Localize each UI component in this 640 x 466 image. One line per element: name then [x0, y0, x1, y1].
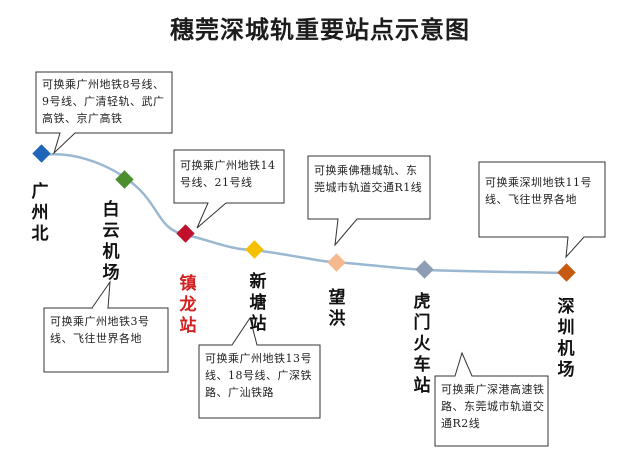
station-marker-shenzhen[interactable] [557, 263, 576, 282]
callout-box-guangzhoubei [35, 71, 173, 155]
callout-box-zhenlong [173, 149, 285, 229]
diagram-title: 穗莞深城轨重要站点示意图 [170, 16, 470, 44]
station-name-shenzhen: 深圳机场 [557, 297, 575, 380]
callout-text-guangzhoubei: 可换乘广州地铁8号线、9号线、广清轻轨、武广高铁、京广高铁 [42, 78, 165, 125]
callout-text-humen: 可换乘广深港高速铁路、东莞城市轨道交通R2线 [441, 383, 545, 430]
callout-text-zhenlong: 可换乘广州地铁14号线、21号线 [180, 159, 276, 189]
callout-box-xintang [198, 316, 321, 419]
station-marker-zhenlong[interactable] [176, 224, 195, 243]
callout-text-baiyun: 可换乘广州地铁3号线、飞往世界各地 [50, 315, 150, 345]
callout-box-wanghong [307, 155, 431, 247]
station-name-wanghong: 望洪 [328, 288, 346, 329]
callout-text-wanghong: 可换乘佛穗城轨、东莞城市轨道交通R1线 [314, 164, 423, 194]
callout-text-shenzhen: 可换乘深圳地铁11号线、飞往世界各地 [485, 176, 592, 206]
station-name-humen: 虎门火车站 [413, 292, 431, 396]
callout-tail-baiyun [91, 280, 111, 309]
station-name-xintang: 新塘站 [249, 272, 267, 334]
station-name-baiyun: 白云机场 [102, 200, 120, 283]
station-marker-humen[interactable] [415, 260, 434, 279]
station-name-guangzhoubei: 广州北 [31, 182, 49, 244]
station-marker-wanghong[interactable] [327, 253, 346, 272]
station-marker-guangzhoubei[interactable] [32, 144, 51, 163]
callout-box-baiyun [43, 307, 169, 373]
station-marker-xintang[interactable] [245, 240, 264, 259]
station-name-zhenlong: 镇龙站 [179, 274, 197, 336]
station-marker-baiyun[interactable] [115, 170, 134, 189]
callout-text-xintang: 可换乘广州地铁13号线、18号线、广深铁路、广汕铁路 [205, 352, 312, 399]
callout-box-humen [434, 351, 549, 447]
callout-box-shenzhen [478, 161, 606, 259]
